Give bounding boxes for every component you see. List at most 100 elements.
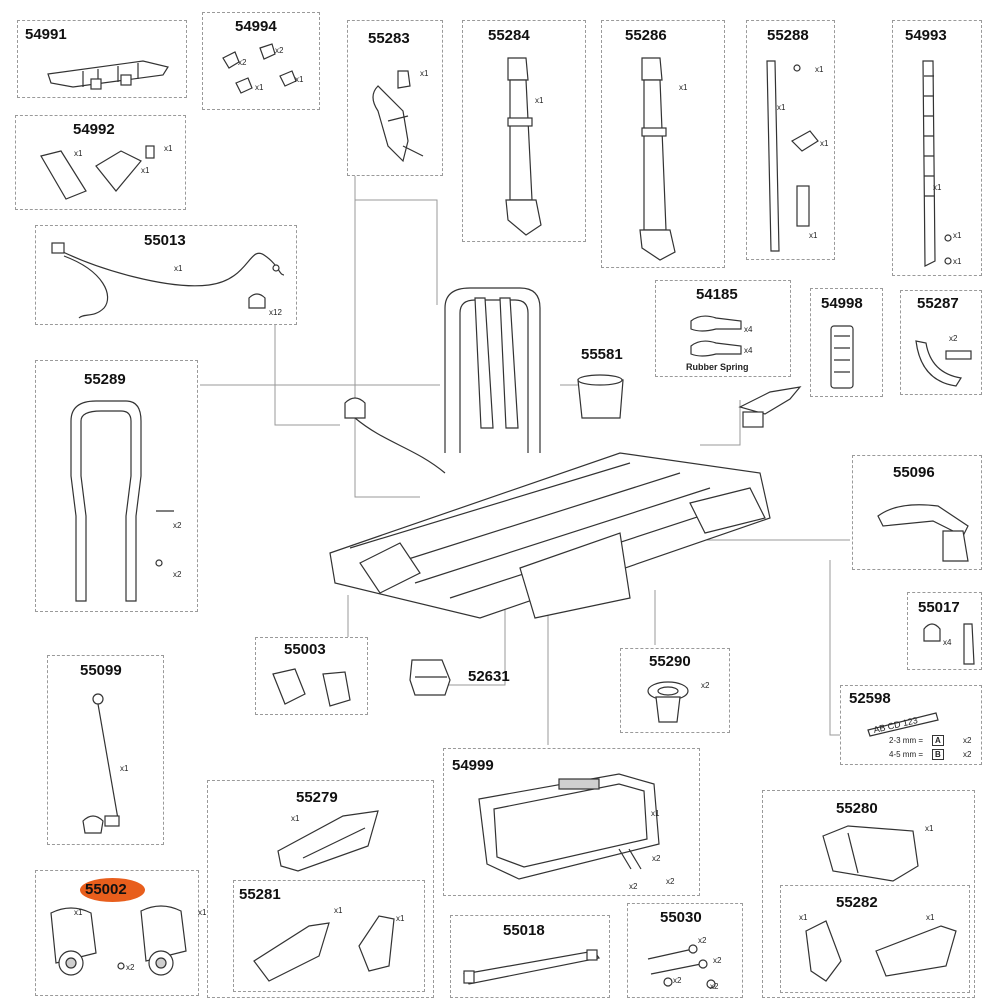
part-box-52598[interactable]: 52598 AB CD 123 2-3 mm = 4-5 mm = A B x2… [840, 685, 982, 765]
qty-label: x1 [255, 83, 264, 92]
qty-label: x2 [673, 976, 682, 985]
frame-bar-icon [70, 400, 174, 602]
qty-label: x2 [652, 854, 661, 863]
arm-short-icon [505, 57, 542, 236]
rod-icon [82, 693, 120, 834]
qty-label: x1 [820, 139, 829, 148]
part-box-55281[interactable]: 55281 x1 x1 [233, 880, 425, 992]
part-box-55018[interactable]: 55018 [450, 915, 610, 998]
part-number-55284: 55284 [488, 27, 530, 44]
b-label: B [932, 749, 944, 760]
rubber-spring-icon [690, 315, 742, 357]
part-number-54994: 54994 [235, 18, 277, 35]
qty-label: x12 [269, 308, 282, 317]
part-box-54185[interactable]: 54185 x4 x4 Rubber Spring [655, 280, 791, 377]
qty-label: x2 [963, 736, 972, 745]
qty-label: x2 [701, 681, 710, 690]
qty-label: x1 [933, 183, 942, 192]
qty-label: x1 [815, 65, 824, 74]
qty-label: x1 [926, 913, 935, 922]
part-box-55287[interactable]: 55287 x2 [900, 290, 982, 395]
bike-carrier-illustration [329, 287, 771, 619]
part-box-55096[interactable]: 55096 [852, 455, 982, 570]
part-number-52631: 52631 [468, 668, 510, 685]
license-plate-holder-icon [478, 773, 660, 880]
qty-label: x2 [698, 936, 707, 945]
part-box-55282[interactable]: 55282 x1 x1 [780, 885, 970, 993]
part-number-55287: 55287 [917, 295, 959, 312]
part-box-55017[interactable]: 55017 x4 [907, 592, 982, 670]
part-box-54992[interactable]: 54992 x1 x1 x1 [15, 115, 186, 210]
qty-label: x2 [963, 750, 972, 759]
part-box-55099[interactable]: 55099 x1 [47, 655, 164, 845]
qty-label: x1 [953, 231, 962, 240]
part-box-55286[interactable]: 55286 x1 [601, 20, 725, 268]
part-box-55289[interactable]: 55289 x2 x2 [35, 360, 198, 612]
qty-label: x1 [334, 906, 343, 915]
qty-label: x1 [74, 149, 83, 158]
part-number-55290: 55290 [649, 653, 691, 670]
long-strap-icon [922, 60, 952, 267]
part-box-55003[interactable]: 55003 [255, 637, 368, 715]
ratchet-set-icon [40, 145, 155, 200]
part-number-55013: 55013 [144, 232, 186, 249]
part-number-55283: 55283 [368, 30, 410, 47]
qty-label: x1 [120, 764, 129, 773]
qty-label: x1 [535, 96, 544, 105]
qty-label: x1 [141, 166, 150, 175]
qty-label: x2 [710, 982, 719, 991]
part-box-54994[interactable]: 54994 x2 x2 x1 x1 [202, 12, 320, 110]
part-box-55002[interactable]: 55002 x1 x2 x1 [35, 870, 206, 996]
part-number-55286: 55286 [625, 27, 667, 44]
part-box-55290[interactable]: 55290 x2 [620, 648, 730, 733]
qty-label: x1 [953, 257, 962, 266]
part-number-52598: 52598 [849, 690, 891, 707]
part-box-55030[interactable]: 55030 x2 x2 x2 x2 [627, 903, 743, 998]
qty-label: x4 [744, 325, 753, 334]
qty-label: x2 [949, 334, 958, 343]
strap-icon [766, 60, 819, 252]
part-number-54993: 54993 [905, 27, 947, 44]
part-number-55018: 55018 [503, 922, 545, 939]
part-number-55281: 55281 [239, 886, 281, 903]
selection-highlight [80, 878, 145, 902]
clamp-cover-icon [577, 374, 624, 419]
part-number-55280: 55280 [836, 800, 878, 817]
frame-holder-icon [372, 70, 424, 163]
part-box-54991[interactable]: 54991 [17, 20, 187, 98]
tail-light-left-icon [277, 810, 379, 872]
mm-b-label: 4-5 mm = [889, 750, 924, 759]
part-box-54993[interactable]: 54993 x1 x1 x1 [892, 20, 982, 276]
part-number-54185: 54185 [696, 286, 738, 303]
bolt-kit-icon [647, 944, 716, 989]
part-box-54999[interactable]: 54999 x1 x2 x2 x2 [443, 748, 700, 896]
qty-label: x1 [198, 908, 207, 917]
qty-label: x1 [74, 908, 83, 917]
part-box-55288[interactable]: 55288 x1 x1 x1 x1 [746, 20, 835, 260]
mm-a-label: 2-3 mm = [889, 736, 924, 745]
arm-long-icon [639, 57, 676, 261]
qty-label: x2 [713, 956, 722, 965]
part-box-54998[interactable]: 54998 [810, 288, 883, 397]
qty-label: x1 [809, 231, 818, 240]
qty-label: x1 [164, 144, 173, 153]
light-lens-icon [805, 920, 957, 982]
part-box-55284[interactable]: 55284 x1 [462, 20, 586, 242]
cable-icon [51, 242, 285, 319]
qty-label: x2 [238, 58, 247, 67]
qty-label: x2 [173, 521, 182, 530]
qty-label: x2 [173, 570, 182, 579]
qty-label: x1 [925, 824, 934, 833]
qty-label: x1 [291, 814, 300, 823]
bolt-set-icon [923, 623, 975, 665]
part-number-54991: 54991 [25, 26, 67, 43]
clip-set-icon [222, 43, 297, 94]
part-number-55002: 55002 [85, 881, 127, 898]
part-box-55283[interactable]: 55283 x1 [347, 20, 443, 176]
a-label: A [932, 735, 944, 746]
part-number-55279: 55279 [296, 789, 338, 806]
part-box-55013[interactable]: 55013 x1 x12 [35, 225, 297, 325]
qty-label: x2 [629, 882, 638, 891]
qty-label: x4 [943, 638, 952, 647]
